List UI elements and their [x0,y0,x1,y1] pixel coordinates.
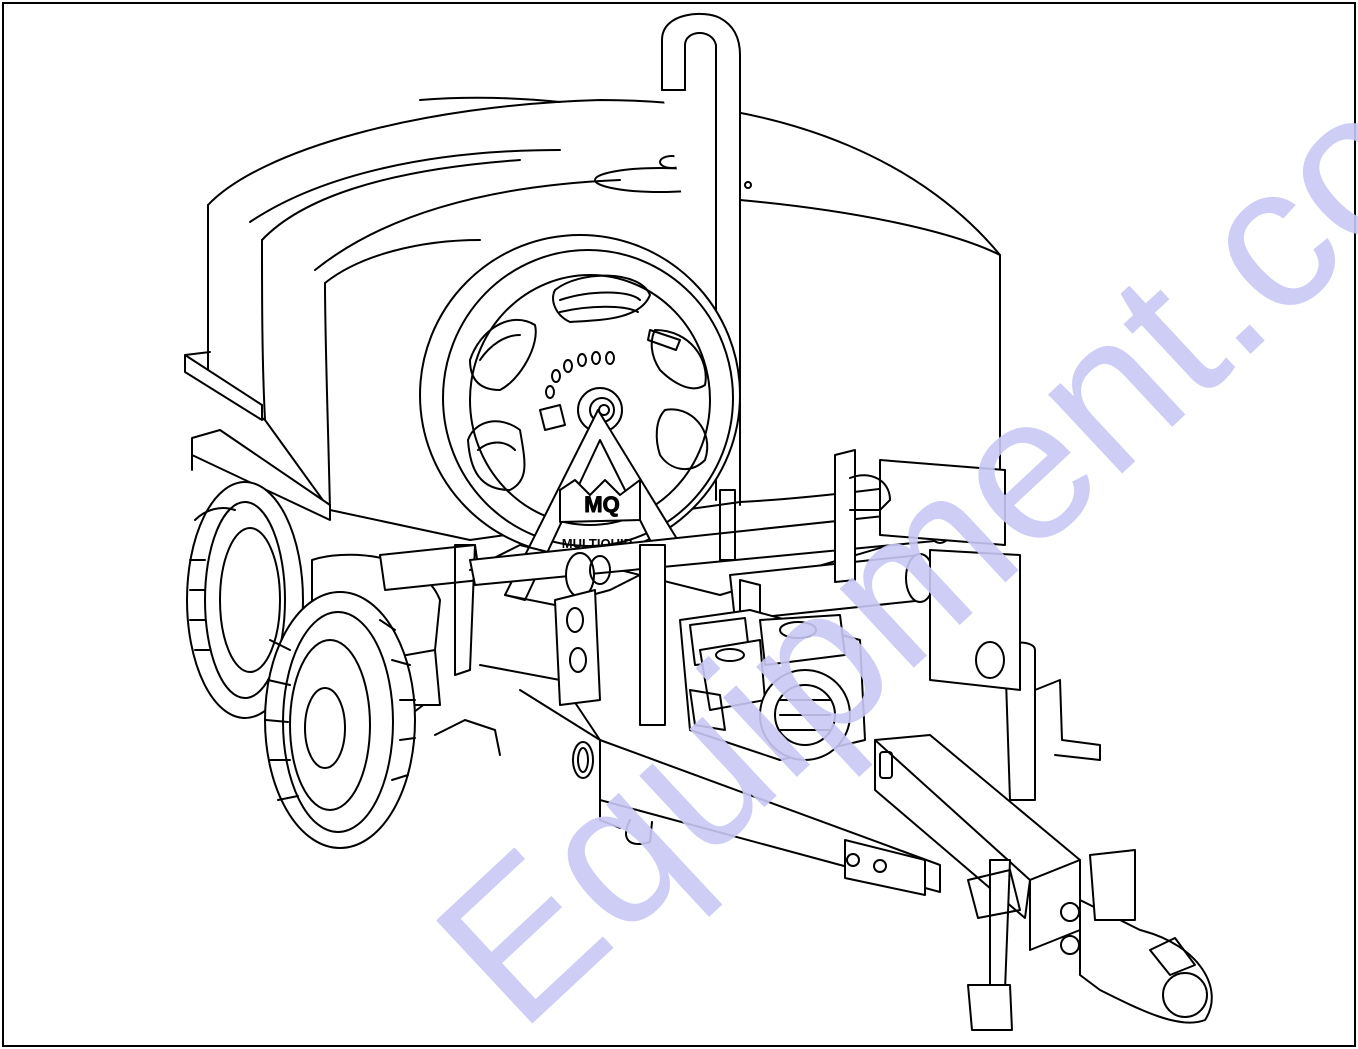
pump-piping [469,449,1021,726]
hose-reel [419,234,741,606]
multiquip-logo: MQ MULTIQUIP [559,479,641,551]
logo-mark-text: MQ [584,492,619,517]
trailer-wheels [186,481,416,849]
engine [679,609,866,761]
trailer-deck [184,351,263,421]
